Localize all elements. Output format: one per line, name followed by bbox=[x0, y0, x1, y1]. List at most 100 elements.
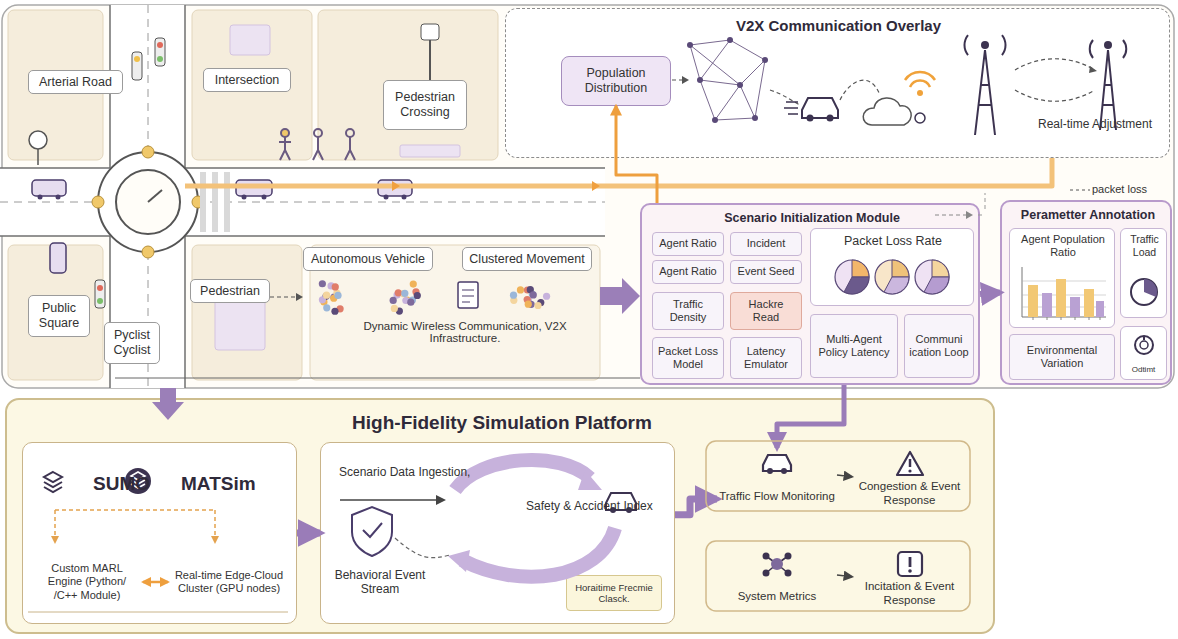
drawing-shape bbox=[134, 56, 140, 62]
drawing-shape bbox=[690, 40, 765, 120]
drawing-shape bbox=[110, 5, 185, 388]
drawing-shape bbox=[687, 42, 693, 48]
drawing-shape bbox=[915, 260, 949, 294]
drawing-shape bbox=[897, 452, 923, 475]
drawing-shape bbox=[38, 195, 407, 200]
drawing-shape bbox=[0, 167, 110, 169]
drawing-shape bbox=[978, 193, 985, 215]
drawing-shape bbox=[390, 297, 397, 304]
param-cell: Communi ication Loop bbox=[904, 314, 974, 378]
drawing-shape bbox=[414, 292, 421, 299]
drawing-shape bbox=[0, 202, 100, 203]
drawing-shape bbox=[50, 243, 66, 273]
drawing-shape bbox=[44, 487, 62, 492]
drawing-shape bbox=[892, 260, 909, 277]
drawing-shape bbox=[224, 172, 230, 232]
drawing-shape bbox=[142, 246, 154, 258]
caption-label: Dynamic Wireless Communication, V2X Infr… bbox=[360, 320, 570, 344]
node-text: Pedestrian bbox=[200, 284, 260, 299]
drawing-shape bbox=[610, 507, 616, 513]
node-text: Traffic Flow Monitoring bbox=[719, 490, 835, 504]
drawing-shape bbox=[212, 172, 218, 232]
param-cell: Latency Emulator bbox=[730, 337, 802, 379]
drawing-shape bbox=[131, 480, 145, 484]
drawing-shape bbox=[28, 612, 288, 613]
param-cell: Packet Loss Model bbox=[652, 337, 724, 379]
drawing-shape bbox=[785, 553, 792, 560]
drawing-shape bbox=[314, 129, 322, 137]
drawing-shape bbox=[606, 493, 636, 510]
drawing-shape bbox=[313, 137, 323, 160]
icon bbox=[717, 450, 837, 476]
node-text: Safety & Accident Index bbox=[526, 499, 666, 513]
node-text: Custom MARL Engine (Python/ /C++ Module) bbox=[35, 562, 139, 602]
drawing-shape bbox=[763, 553, 770, 560]
drawing-shape bbox=[279, 137, 291, 160]
drawing-shape bbox=[109, 236, 111, 388]
drawing-shape bbox=[323, 292, 330, 299]
node-title: Agent Population Ratio bbox=[1012, 233, 1114, 259]
drawing-shape bbox=[910, 81, 930, 87]
drawing-shape bbox=[262, 195, 267, 200]
drawing-shape bbox=[510, 292, 517, 299]
drawing-shape bbox=[184, 236, 186, 388]
connector-arrow bbox=[837, 575, 852, 577]
drawing-shape bbox=[964, 35, 1126, 58]
drawing-shape bbox=[908, 459, 911, 467]
platform-panel: High-Fidelity Simulation PlatformSUMOMAT… bbox=[5, 398, 995, 634]
node-text: Horaitime Frecmie Clasck. bbox=[571, 582, 657, 605]
drawing-shape bbox=[346, 129, 354, 137]
drawing-shape bbox=[525, 301, 532, 308]
drawing-shape bbox=[578, 470, 602, 490]
drawing-shape bbox=[55, 510, 215, 540]
drawing-shape bbox=[1140, 341, 1148, 349]
node-text: Pyclist Cyclist bbox=[109, 328, 155, 358]
drawing-shape bbox=[807, 115, 814, 122]
param-cell: Traffic Density bbox=[652, 292, 724, 330]
drawing-shape bbox=[131, 484, 145, 488]
node-title: Traffic Load bbox=[1122, 233, 1167, 258]
drawing-shape bbox=[935, 215, 968, 216]
drawing-shape bbox=[682, 66, 1097, 84]
overlay-panel: V2X Communication OverlayPopulation Dist… bbox=[505, 8, 1170, 158]
drawing-shape bbox=[97, 298, 103, 304]
drawing-shape bbox=[1084, 289, 1094, 317]
drawing-shape bbox=[319, 280, 550, 315]
drawing-shape bbox=[706, 441, 970, 511]
drawing-shape bbox=[863, 98, 911, 125]
drawing-shape bbox=[737, 82, 743, 88]
node-text: Clustered Movement bbox=[469, 252, 584, 267]
drawing-shape bbox=[872, 257, 912, 297]
drawing-shape bbox=[785, 570, 792, 577]
drawing-shape bbox=[281, 129, 289, 137]
drawing-shape bbox=[1033, 317, 1100, 320]
drawing-shape bbox=[835, 260, 869, 294]
drawing-shape bbox=[706, 541, 970, 611]
drawing-shape bbox=[395, 289, 402, 296]
drawing-shape bbox=[606, 493, 636, 513]
drawing-shape bbox=[727, 37, 733, 43]
drawing-shape bbox=[975, 50, 995, 135]
drawing-shape bbox=[895, 550, 925, 578]
node-text: Incident bbox=[747, 237, 786, 250]
drawing-shape bbox=[131, 472, 145, 488]
chart-box: Agent Population Ratio bbox=[1009, 228, 1115, 328]
drawing-shape bbox=[784, 102, 798, 114]
metric-item: Incitation & Event Response bbox=[852, 548, 967, 612]
drawing-shape bbox=[92, 146, 204, 258]
connector-arrow bbox=[980, 293, 1000, 295]
drawing-shape bbox=[1132, 333, 1156, 357]
node-text: Environmental Variation bbox=[1014, 344, 1110, 370]
node-text: Event Seed bbox=[738, 265, 795, 278]
drawing-shape bbox=[1143, 336, 1145, 340]
drawing-shape bbox=[230, 25, 270, 55]
drawing-shape bbox=[95, 280, 105, 308]
drawing-shape bbox=[407, 299, 414, 306]
drawing-shape bbox=[392, 181, 600, 191]
drawing-shape bbox=[215, 300, 265, 350]
metric-item: Congestion & Event Response bbox=[852, 448, 967, 512]
drawing-shape bbox=[875, 260, 909, 294]
icon bbox=[1121, 333, 1166, 357]
drawing-shape bbox=[421, 24, 439, 40]
drawing-shape bbox=[762, 57, 768, 63]
